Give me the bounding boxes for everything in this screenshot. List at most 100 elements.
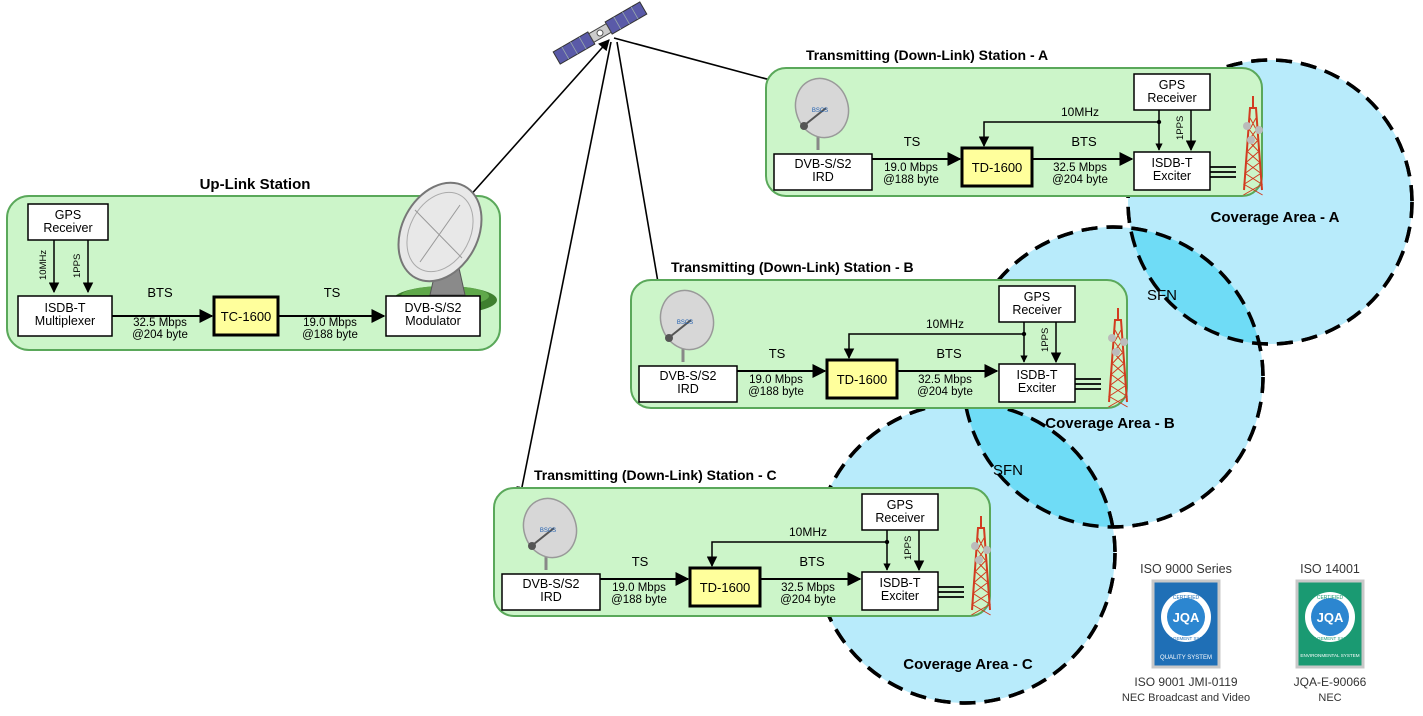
svg-text:BSCS: BSCS <box>677 320 693 326</box>
station-a-td-1600-label: TD-1600 <box>972 160 1023 175</box>
station-c-td-1600-label: TD-1600 <box>700 580 751 595</box>
coverage-label-c: Coverage Area - C <box>903 656 1033 673</box>
station-c-ts-rate: 19.0 Mbps@188 byte <box>611 582 667 606</box>
station-a-bts-rate: 32.5 Mbps@204 byte <box>1052 162 1108 186</box>
iso-9000-heading: ISO 9000 Series <box>1140 562 1232 576</box>
svg-text:BSCS: BSCS <box>812 108 828 114</box>
coverage-label-a: Coverage Area - A <box>1211 209 1340 226</box>
coverage-label-b: Coverage Area - B <box>1045 415 1175 432</box>
jqa-environmental-seal-icon: JQA CERTIFIED MANAGEMENT SYSTEM ENVIRONM… <box>1295 579 1365 669</box>
iso-9000-line2: NEC Broadcast and Video <box>1122 692 1250 704</box>
station-c-tower-icon <box>971 516 991 616</box>
station-c-bts-rate: 32.5 Mbps@204 byte <box>780 582 836 606</box>
tc-1600-label: TC-1600 <box>221 309 272 324</box>
iso-14001-heading: ISO 14001 <box>1300 562 1360 576</box>
downlink-station-c: Transmitting (Down-Link) Station - C BSCS… <box>493 467 991 617</box>
uplink-beam <box>467 39 610 199</box>
certifications: ISO 9000 Series JQA CERTIFIED MANAGEMENT… <box>1122 562 1367 704</box>
station-a-td-1600 <box>960 146 1034 188</box>
station-a-gps-receiver <box>1133 73 1211 111</box>
station-a-dish-icon: BSCS <box>794 77 850 150</box>
sfn-label-ab: SFN <box>1147 287 1177 304</box>
svg-text:CERTIFIED: CERTIFIED <box>1317 595 1344 601</box>
uplink-ts-label: TS <box>324 285 341 300</box>
uplink-rate-out: 19.0 Mbps@188 byte <box>302 317 358 341</box>
station-b-gps-receiver <box>998 285 1076 323</box>
tc-1600-converter: TC-1600 <box>212 295 280 337</box>
downlink-station-b: Transmitting (Down-Link) Station - BBSCS… <box>630 259 1128 409</box>
uplink-bts-label: BTS <box>147 285 173 300</box>
satellite-icon <box>552 1 648 65</box>
station-a-tower-icon <box>1243 96 1263 196</box>
station-c-gps-receiver <box>861 493 939 531</box>
downlink-beam-c <box>516 41 612 499</box>
station-b-1pps-label: 1PPS <box>1040 328 1051 352</box>
svg-text:QUALITY SYSTEM: QUALITY SYSTEM <box>1160 655 1212 661</box>
station-c-10mhz-label: 10MHz <box>789 525 827 539</box>
downlink-station-a: Transmitting (Down-Link) Station - A BSCS… <box>765 47 1263 197</box>
station-b-ts-label: TS <box>769 346 786 361</box>
station-a-ird <box>773 153 873 191</box>
iso-9000-certification: ISO 9000 Series JQA CERTIFIED MANAGEMENT… <box>1122 562 1250 704</box>
downlink-beam-a <box>613 37 791 88</box>
station-a-10mhz-label: 10MHz <box>1061 105 1099 119</box>
sfn-overlap-ab <box>1128 227 1263 344</box>
station-b-tower-icon <box>1108 308 1128 408</box>
uplink-title: Up-Link Station <box>200 176 311 193</box>
station-c-ts-label: TS <box>632 554 649 569</box>
station-b-ird <box>638 365 738 403</box>
station-c-bts-label: BTS <box>799 554 825 569</box>
station-a-title: Transmitting (Down-Link) Station - A <box>806 47 1048 63</box>
station-b-exciter <box>998 363 1076 403</box>
station-c-td-1600 <box>688 566 762 608</box>
svg-text:JQA: JQA <box>1317 610 1344 625</box>
uplink-1pps-label: 1PPS <box>72 254 83 278</box>
station-b-ts-rate: 19.0 Mbps@188 byte <box>748 374 804 398</box>
station-a-bts-label: BTS <box>1071 134 1097 149</box>
station-c-dish-icon: BSCS <box>522 497 578 570</box>
svg-text:BSCS: BSCS <box>540 528 556 534</box>
station-a-1pps-label: 1PPS <box>1175 116 1186 140</box>
iso-14001-line1: JQA-E-90066 <box>1294 675 1367 689</box>
svg-text:CERTIFIED: CERTIFIED <box>1173 595 1200 601</box>
station-a-ts-rate: 19.0 Mbps@188 byte <box>883 162 939 186</box>
svg-text:ENVIRONMENTAL SYSTEM: ENVIRONMENTAL SYSTEM <box>1300 653 1359 658</box>
station-b-10mhz-label: 10MHz <box>926 317 964 331</box>
satellite-links <box>467 37 791 499</box>
station-b-td-1600-label: TD-1600 <box>837 372 888 387</box>
uplink-10mhz-label: 10MHz <box>38 250 49 280</box>
downlink-beam-b <box>616 41 664 296</box>
station-b-bts-rate: 32.5 Mbps@204 byte <box>917 374 973 398</box>
station-b-dish-icon: BSCS <box>659 289 715 362</box>
sfn-overlap-bc <box>963 403 1115 527</box>
station-b-td-1600 <box>825 358 899 400</box>
svg-text:MANAGEMENT SYSTEM: MANAGEMENT SYSTEM <box>1304 636 1356 641</box>
station-c-exciter <box>861 571 939 611</box>
sfn-label-bc: SFN <box>993 462 1023 479</box>
iso-14001-line2: NEC <box>1318 692 1341 704</box>
station-b-bts-label: BTS <box>936 346 962 361</box>
station-c-1pps-label: 1PPS <box>903 536 914 560</box>
iso-14001-certification: ISO 14001 JQA CERTIFIED MANAGEMENT SYSTE… <box>1294 562 1367 704</box>
svg-text:JQA: JQA <box>1173 610 1200 625</box>
station-a-ts-label: TS <box>904 134 921 149</box>
iso-9000-line1: ISO 9001 JMI-0119 <box>1134 675 1237 689</box>
station-c-title: Transmitting (Down-Link) Station - C <box>534 467 777 483</box>
